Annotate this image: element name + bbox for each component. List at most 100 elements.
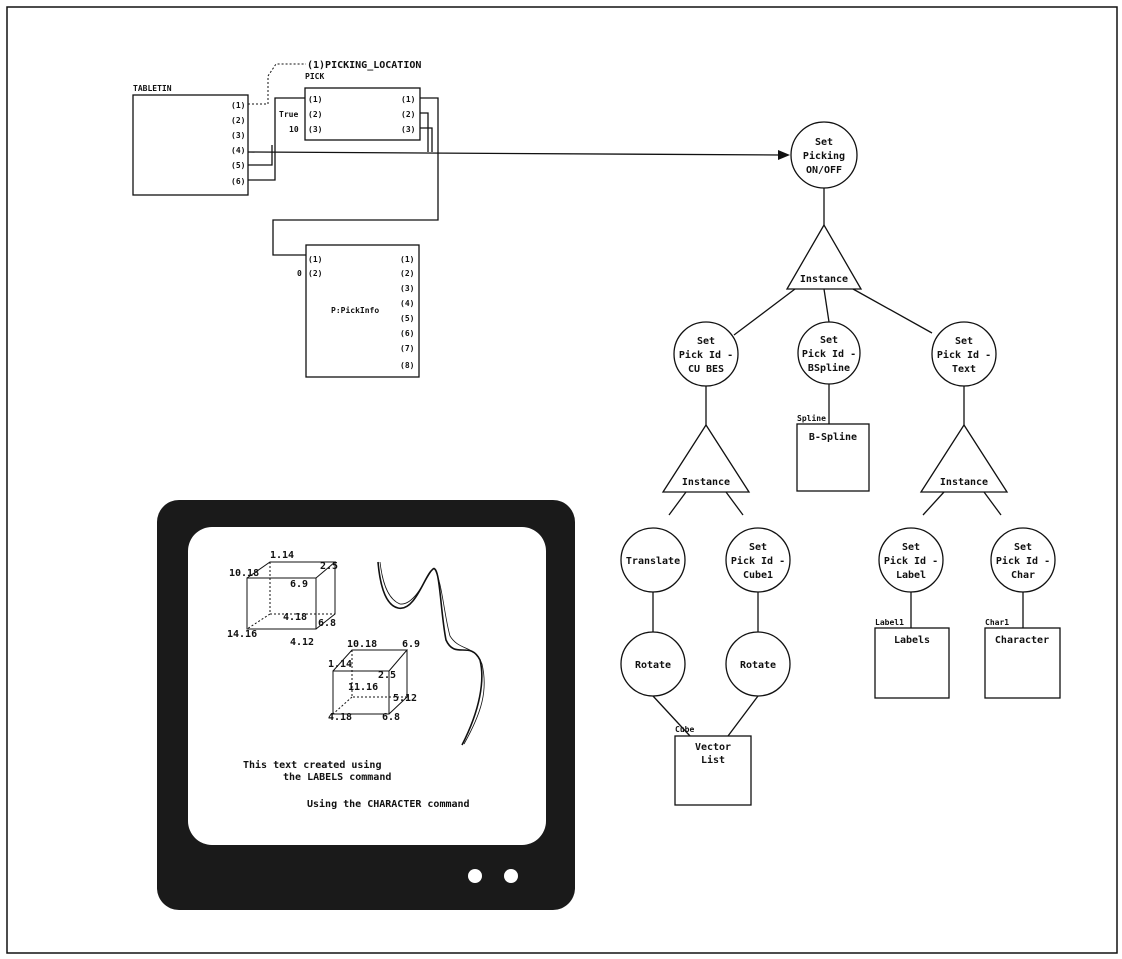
node-line-3: ON/OFF — [806, 165, 842, 176]
cube2-label-3: 1.14 — [328, 659, 352, 670]
cube-tag: Cube — [675, 725, 694, 734]
tree-edges — [652, 188, 1024, 737]
pickinfo-out-port-3: (3) — [400, 284, 414, 293]
cube2-label-1: 10.18 — [347, 639, 377, 650]
triangle — [919, 423, 1009, 493]
picking-location-dotted-link — [248, 63, 306, 105]
display-tree: Set Picking ON/OFF Instance Set Pick Id … — [620, 121, 1061, 806]
cube2-label-2: 6.9 — [402, 639, 420, 650]
tabletin-box — [132, 94, 249, 196]
node-line-3: Text — [952, 364, 976, 375]
wire-tabletin6-pick1 — [248, 97, 305, 181]
node-circle — [620, 527, 686, 593]
pick-const-true: True — [279, 110, 298, 119]
bspline-label: B-Spline — [809, 431, 857, 443]
tabletin-port-4: (4) — [231, 146, 245, 155]
pick-in-port-2: (2) — [308, 110, 322, 119]
node-line-1: Set — [697, 336, 715, 347]
node-bspline-data: Spline B-Spline — [796, 413, 870, 492]
cube1-label-6: 6.8 — [318, 618, 336, 629]
wire-pick2 — [420, 112, 429, 152]
cube1-label-3: 10.18 — [229, 568, 259, 579]
edge-instance-cube1 — [725, 491, 744, 516]
node-pick-bspline: Set Pick Id - BSpline — [797, 321, 861, 385]
node-vector-list: Cube Vector List — [674, 725, 752, 806]
pickinfo-out-port-2: (2) — [400, 269, 414, 278]
screen-cube-2-labels: 10.18 6.9 1.14 2.5 11.16 5.12 4.18 6.8 — [328, 639, 420, 723]
pickinfo-const: 0 — [297, 269, 302, 278]
triangle — [661, 423, 751, 493]
node-circle — [673, 321, 739, 387]
node-rotate-left: Rotate — [620, 631, 686, 697]
node-instance-left: Instance — [661, 423, 751, 493]
node-pick-text: Set Pick Id - Text — [931, 321, 997, 387]
cube1-label-8: 4.12 — [290, 637, 314, 648]
monitor-knob-right — [504, 869, 518, 883]
screen-cube-1 — [246, 561, 337, 630]
pick-in-port-1: (1) — [308, 95, 322, 104]
edge-instance-text — [852, 288, 933, 334]
pick-block: PICK (1) (2) (3) (1) (2) (3) True 10 — [279, 72, 421, 141]
function-network: TABLETIN (1) (2) (3) (4) (5) (6) PICK (1… — [132, 60, 790, 378]
pick-title: PICK — [305, 72, 324, 81]
cube2-hidden-edges — [332, 650, 407, 715]
edge-rotate-left-vector — [652, 695, 691, 737]
pick-out-port-2: (2) — [401, 110, 415, 119]
screen-labels-line-2: the LABELS command — [283, 772, 391, 783]
wire-tabletin4-to-root — [247, 151, 781, 156]
cube1-label-5: 4.18 — [283, 612, 307, 623]
cube2-label-5: 11.16 — [348, 682, 378, 693]
pickinfo-out-port-6: (6) — [400, 329, 414, 338]
label1-tag: Label1 — [875, 618, 904, 627]
node-circle — [725, 527, 791, 593]
node-circle — [990, 527, 1056, 593]
node-line-1: Set — [1014, 542, 1032, 553]
labels-box-label: Labels — [894, 635, 930, 646]
cube1-label-4: 6.9 — [290, 579, 308, 590]
node-line-2: Pick Id - — [679, 349, 733, 361]
cube2-label-7: 4.18 — [328, 712, 352, 723]
pickinfo-out-port-5: (5) — [400, 314, 414, 323]
node-line-2: Pick Id - — [884, 555, 938, 567]
arrowhead-root — [778, 150, 790, 160]
wire-pick1-to-pickinfo — [272, 97, 439, 256]
node-pick-label: Set Pick Id - Label — [878, 527, 944, 593]
node-line-3: Char — [1011, 570, 1035, 581]
pickinfo-out-port-4: (4) — [400, 299, 414, 308]
node-line-2: Picking — [803, 150, 845, 162]
tabletin-port-2: (2) — [231, 116, 245, 125]
node-pick-cube1: Set Pick Id - Cube1 — [725, 527, 791, 593]
node-line-1: Set — [815, 137, 833, 148]
tabletin-title: TABLETIN — [133, 84, 172, 93]
tabletin-port-6: (6) — [231, 177, 245, 186]
tabletin-port-1: (1) — [231, 101, 245, 110]
node-circle — [725, 631, 791, 697]
tabletin-port-5: (5) — [231, 161, 245, 170]
spline-tag: Spline — [797, 413, 826, 423]
pick-const-10: 10 — [289, 125, 299, 134]
pickinfo-block: (1) (2) 0 P:PickInfo (1) (2) (3) (4) (5)… — [297, 244, 420, 378]
pickinfo-out-port-7: (7) — [400, 344, 414, 353]
pick-in-port-3: (3) — [308, 125, 322, 134]
node-line-2: Pick Id - — [802, 348, 856, 360]
data-box — [874, 627, 950, 699]
cube1-top — [246, 561, 337, 579]
monitor: 1.14 2.5 10.18 6.9 4.18 6.8 14.16 4.12 1… — [157, 500, 575, 910]
data-box — [674, 735, 752, 806]
tabletin-block: TABLETIN (1) (2) (3) (4) (5) (6) — [132, 84, 249, 196]
figure-border — [6, 6, 1118, 954]
vector-list-line-2: List — [701, 754, 725, 766]
translate-label: Translate — [626, 556, 680, 567]
wire-pick3 — [420, 127, 433, 152]
screen-bspline-curve-shadow — [379, 561, 485, 745]
cube2-label-4: 2.5 — [378, 670, 396, 681]
tabletin-port-3: (3) — [231, 131, 245, 140]
node-line-2: Pick Id - — [731, 555, 785, 567]
node-circle — [797, 321, 861, 385]
node-line-2: Pick Id - — [937, 349, 991, 361]
pickinfo-in-port-2: (2) — [308, 269, 322, 278]
cube1-label-1: 1.14 — [270, 550, 294, 561]
monitor-screen — [188, 527, 546, 845]
edge-instance-char — [983, 491, 1002, 516]
